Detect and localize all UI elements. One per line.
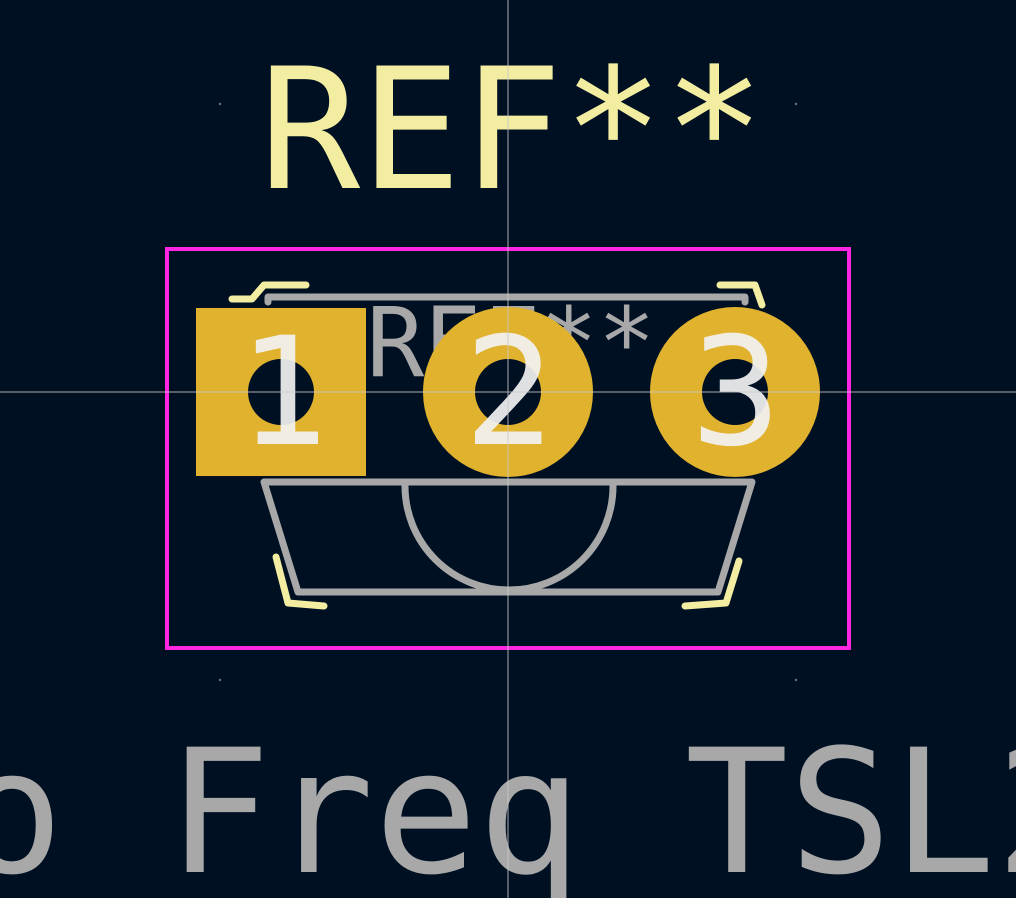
- pad-1[interactable]: 1: [196, 306, 366, 480]
- pad-1-number: 1: [238, 306, 328, 480]
- pad-3-number: 3: [691, 306, 781, 480]
- pad-2-number: 2: [464, 306, 554, 480]
- silk-corner-markers: [228, 281, 766, 610]
- reference-silk-text[interactable]: REF**: [259, 32, 765, 228]
- fab-outline[interactable]: [260, 293, 756, 596]
- grid-dots: [218, 102, 798, 682]
